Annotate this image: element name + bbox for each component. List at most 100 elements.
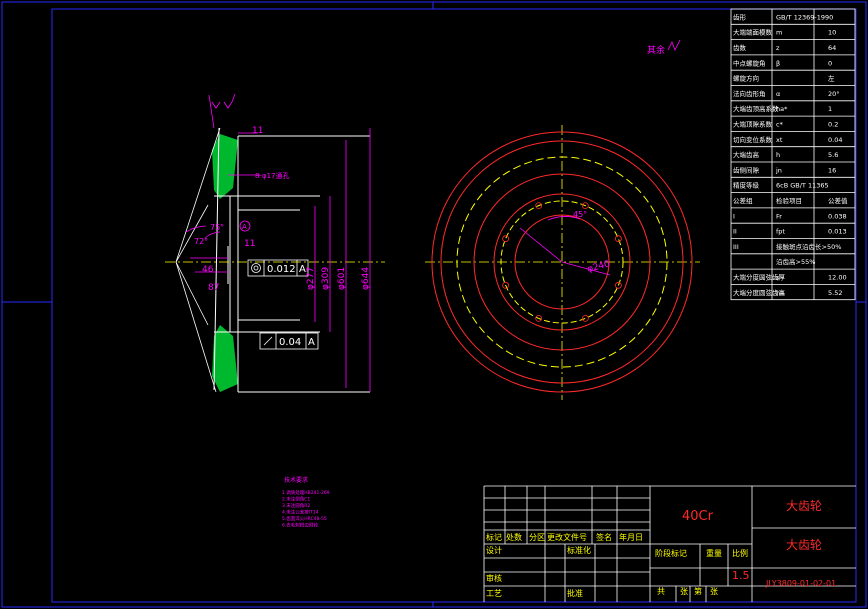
dim-angle-75: 75° xyxy=(210,223,224,232)
outer-circle xyxy=(431,131,693,393)
param-name: 齿侧间隙 xyxy=(733,165,760,174)
tb-standardize: 标准化 xyxy=(567,545,591,555)
param-value: 0 xyxy=(828,59,832,67)
dim-d644: φ644 xyxy=(361,267,371,290)
bolt-hole xyxy=(535,314,543,322)
note-line: 1.调质处理HB241-269 xyxy=(282,489,330,496)
param-name: III xyxy=(733,243,739,251)
angle-45: 45° xyxy=(573,210,587,219)
dim-angle-72: 72° xyxy=(194,237,208,246)
bolt-hole xyxy=(581,314,589,322)
param-symbol: ha* xyxy=(776,105,788,113)
bolt-circle xyxy=(500,200,624,324)
part-name-1: 大齿轮 xyxy=(786,499,822,513)
tolerance-frame-2: 0.04 A xyxy=(259,332,319,350)
hdr-4: 签名 xyxy=(596,532,612,542)
param-symbol: 6cB GB/T 11365 xyxy=(776,182,829,190)
param-value: 12.00 xyxy=(828,274,847,282)
tb-design: 设计 xyxy=(486,545,502,555)
title-block: 40Cr 大齿轮 大齿轮 JLY3809-01-02-01 1.5 标记 处数 … xyxy=(483,485,856,602)
param-value: 5.52 xyxy=(828,289,842,297)
param-symbol: jn xyxy=(775,166,782,174)
section-view: A 0.012 A 0.04 A 11 8-φ17通孔 11 87 4 xyxy=(165,93,385,393)
param-symbol: z xyxy=(776,44,780,52)
datum-label: A xyxy=(242,223,247,231)
tb-process: 工艺 xyxy=(486,589,502,598)
param-name: 公差组 xyxy=(733,196,753,205)
dim-87: 87 xyxy=(208,283,219,293)
param-symbol: Fr xyxy=(776,212,782,220)
dim-46: 46 xyxy=(202,265,214,275)
scale-value: 1.5 xyxy=(732,569,750,582)
param-name: 大端分度圆弦齿厚 xyxy=(733,273,786,282)
param-symbol: xt xyxy=(776,136,783,144)
section-dimensions xyxy=(185,94,371,392)
front-view: 45° φ240 xyxy=(425,125,700,400)
pcd-leader xyxy=(519,227,563,263)
bolt-hole xyxy=(581,202,589,210)
hdr-2: 分区 xyxy=(529,533,545,542)
param-value: 5.6 xyxy=(828,151,838,159)
hdr-1: 处数 xyxy=(506,532,522,542)
tb-approve: 批准 xyxy=(567,588,583,598)
pcd-leader-2 xyxy=(561,261,611,276)
tb-sheet-2: 第 xyxy=(694,586,702,596)
bore-circle xyxy=(514,214,610,310)
dim-top-11: 11 xyxy=(252,126,263,136)
tb-scale-label: 比例 xyxy=(732,548,748,558)
param-name: II xyxy=(733,228,737,236)
param-symbol: β xyxy=(776,59,780,67)
note-line: 5.齿面淬火HRC48-55 xyxy=(282,515,327,522)
technical-notes: 技术要求 1.调质处理HB241-2692.未注倒角C13.未注圆角R24.未注… xyxy=(282,476,330,529)
tb-stage-mark: 阶段标记 xyxy=(655,548,687,558)
part-name-2: 大齿轮 xyxy=(786,538,822,552)
param-value: 1 xyxy=(828,105,832,113)
param-name: 齿形 xyxy=(733,13,747,21)
param-symbol: ha xyxy=(776,289,784,297)
param-name: I xyxy=(733,212,735,220)
param-value: 公差值 xyxy=(828,196,848,205)
gear-rim-hatch xyxy=(212,134,238,199)
roughness-label: 其余 xyxy=(647,44,665,56)
hdr-3: 更改文件号 xyxy=(547,532,587,542)
param-value: 0.2 xyxy=(828,121,838,129)
angle-arc xyxy=(547,216,581,221)
param-value: 0.038 xyxy=(828,212,847,220)
param-symbol: s xyxy=(776,274,780,282)
param-value: 左 xyxy=(828,74,835,83)
note-line: 6.去毛刺锐边倒钝 xyxy=(282,522,318,529)
tol2-ref: A xyxy=(308,337,315,348)
notes-title: 技术要求 xyxy=(284,476,308,484)
roughness-symbol xyxy=(667,39,681,51)
param-name: 大端端面模数 xyxy=(733,28,773,37)
tip-circle xyxy=(440,140,684,384)
hdr-5: 年月日 xyxy=(619,532,643,542)
tol2-value: 0.04 xyxy=(279,337,301,348)
web-circle xyxy=(473,173,651,351)
tb-weight: 重量 xyxy=(706,548,722,558)
param-name: 齿数 xyxy=(733,43,747,52)
param-value: 16 xyxy=(828,166,836,174)
param-name: 大端分度圆弦齿高 xyxy=(733,288,786,297)
tb-sheet-0: 共 xyxy=(657,587,665,596)
param-value: 64 xyxy=(828,44,836,52)
param-symbol: h xyxy=(776,151,780,159)
roughness-note: 其余 xyxy=(647,39,681,56)
bolt-hole xyxy=(502,235,510,243)
section-roughness-icon xyxy=(211,93,236,109)
dim-d309: φ309 xyxy=(321,267,331,290)
note-line: 3.未注圆角R2 xyxy=(282,502,310,509)
param-symbol: m xyxy=(776,29,782,37)
hub-circle xyxy=(493,193,631,331)
note-line: 2.未注倒角C1 xyxy=(282,496,310,503)
param-name: 螺旋方向 xyxy=(733,74,759,83)
material: 40Cr xyxy=(682,509,714,524)
param-name: 大端齿顶高系数 xyxy=(733,104,779,113)
cone-lines xyxy=(175,127,221,393)
bolt-hole xyxy=(535,202,543,210)
dim-d601: φ601 xyxy=(337,267,347,290)
runout-icon xyxy=(263,336,273,346)
